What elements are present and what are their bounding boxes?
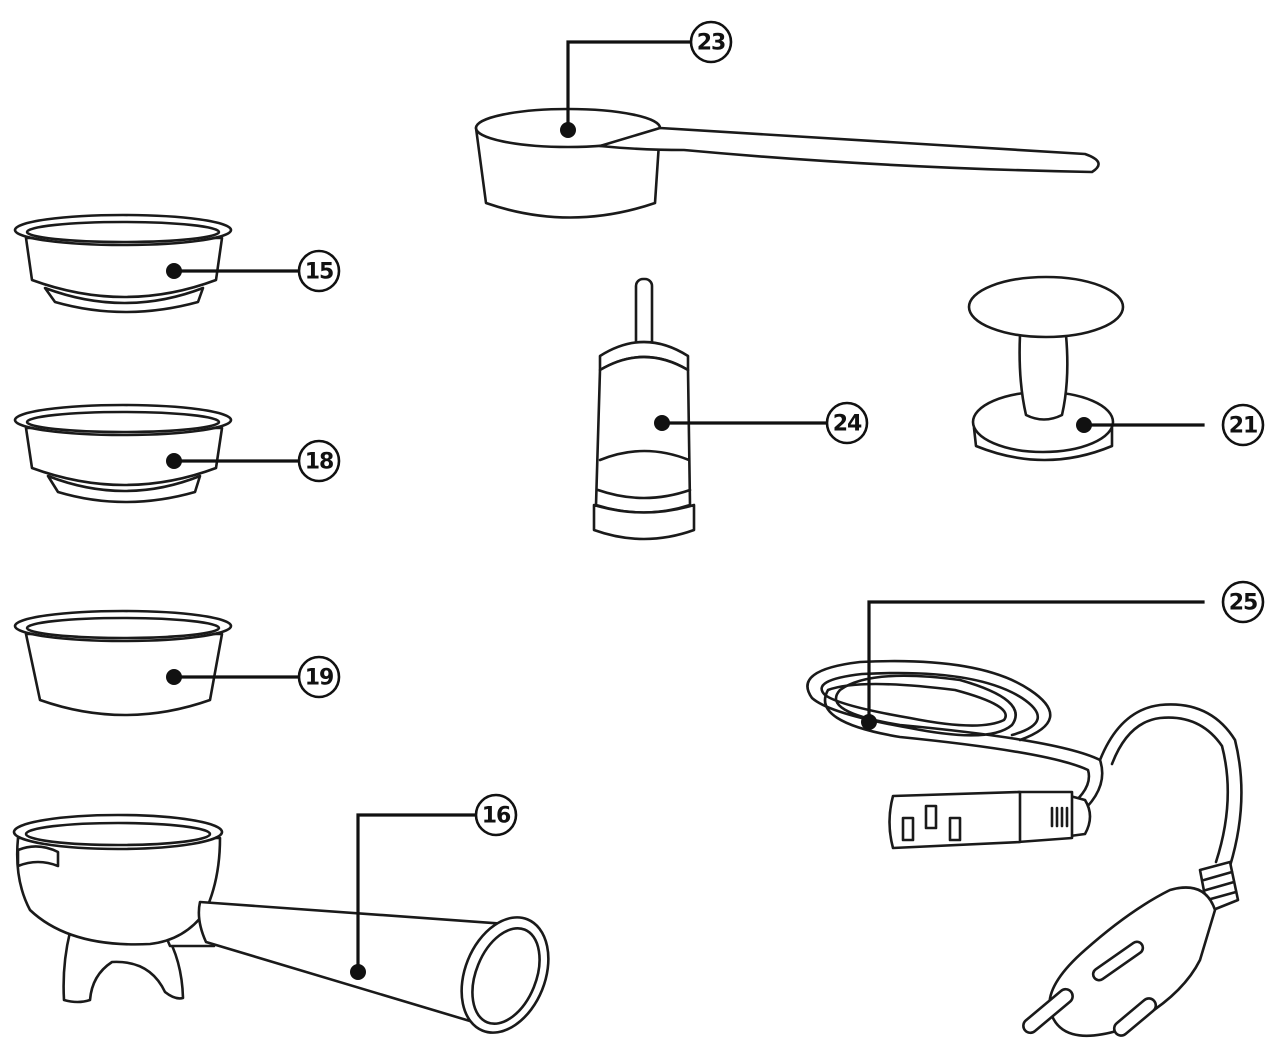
callout-19-label: 19 xyxy=(305,666,334,691)
leader-dots xyxy=(166,122,1092,980)
callout-18-label: 18 xyxy=(305,450,334,475)
callout-21: 21 xyxy=(1223,405,1263,445)
dot-25 xyxy=(861,714,877,730)
callout-23: 23 xyxy=(691,22,731,62)
dot-18 xyxy=(166,453,182,469)
callout-25: 25 xyxy=(1223,582,1263,622)
callout-16: 16 xyxy=(476,795,516,835)
callout-16-label: 16 xyxy=(482,804,511,829)
callout-15-label: 15 xyxy=(305,260,334,285)
dot-16 xyxy=(350,964,366,980)
callout-25-label: 25 xyxy=(1229,591,1258,616)
double-filter xyxy=(15,405,231,502)
callout-18: 18 xyxy=(299,441,339,481)
callout-21-label: 21 xyxy=(1229,414,1258,439)
tamper xyxy=(969,277,1123,460)
callout-19: 19 xyxy=(299,657,339,697)
filter-holder xyxy=(14,815,565,1046)
callout-23-label: 23 xyxy=(697,31,726,56)
single-filter xyxy=(15,215,231,312)
callout-24-label: 24 xyxy=(833,412,862,437)
dot-19 xyxy=(166,669,182,685)
callout-15: 15 xyxy=(299,251,339,291)
dot-15 xyxy=(166,263,182,279)
callout-24: 24 xyxy=(827,403,867,443)
dot-24 xyxy=(654,415,670,431)
frothing-aid xyxy=(594,279,694,539)
dot-21 xyxy=(1076,417,1092,433)
pod-filter xyxy=(15,611,231,715)
dot-23 xyxy=(560,122,576,138)
